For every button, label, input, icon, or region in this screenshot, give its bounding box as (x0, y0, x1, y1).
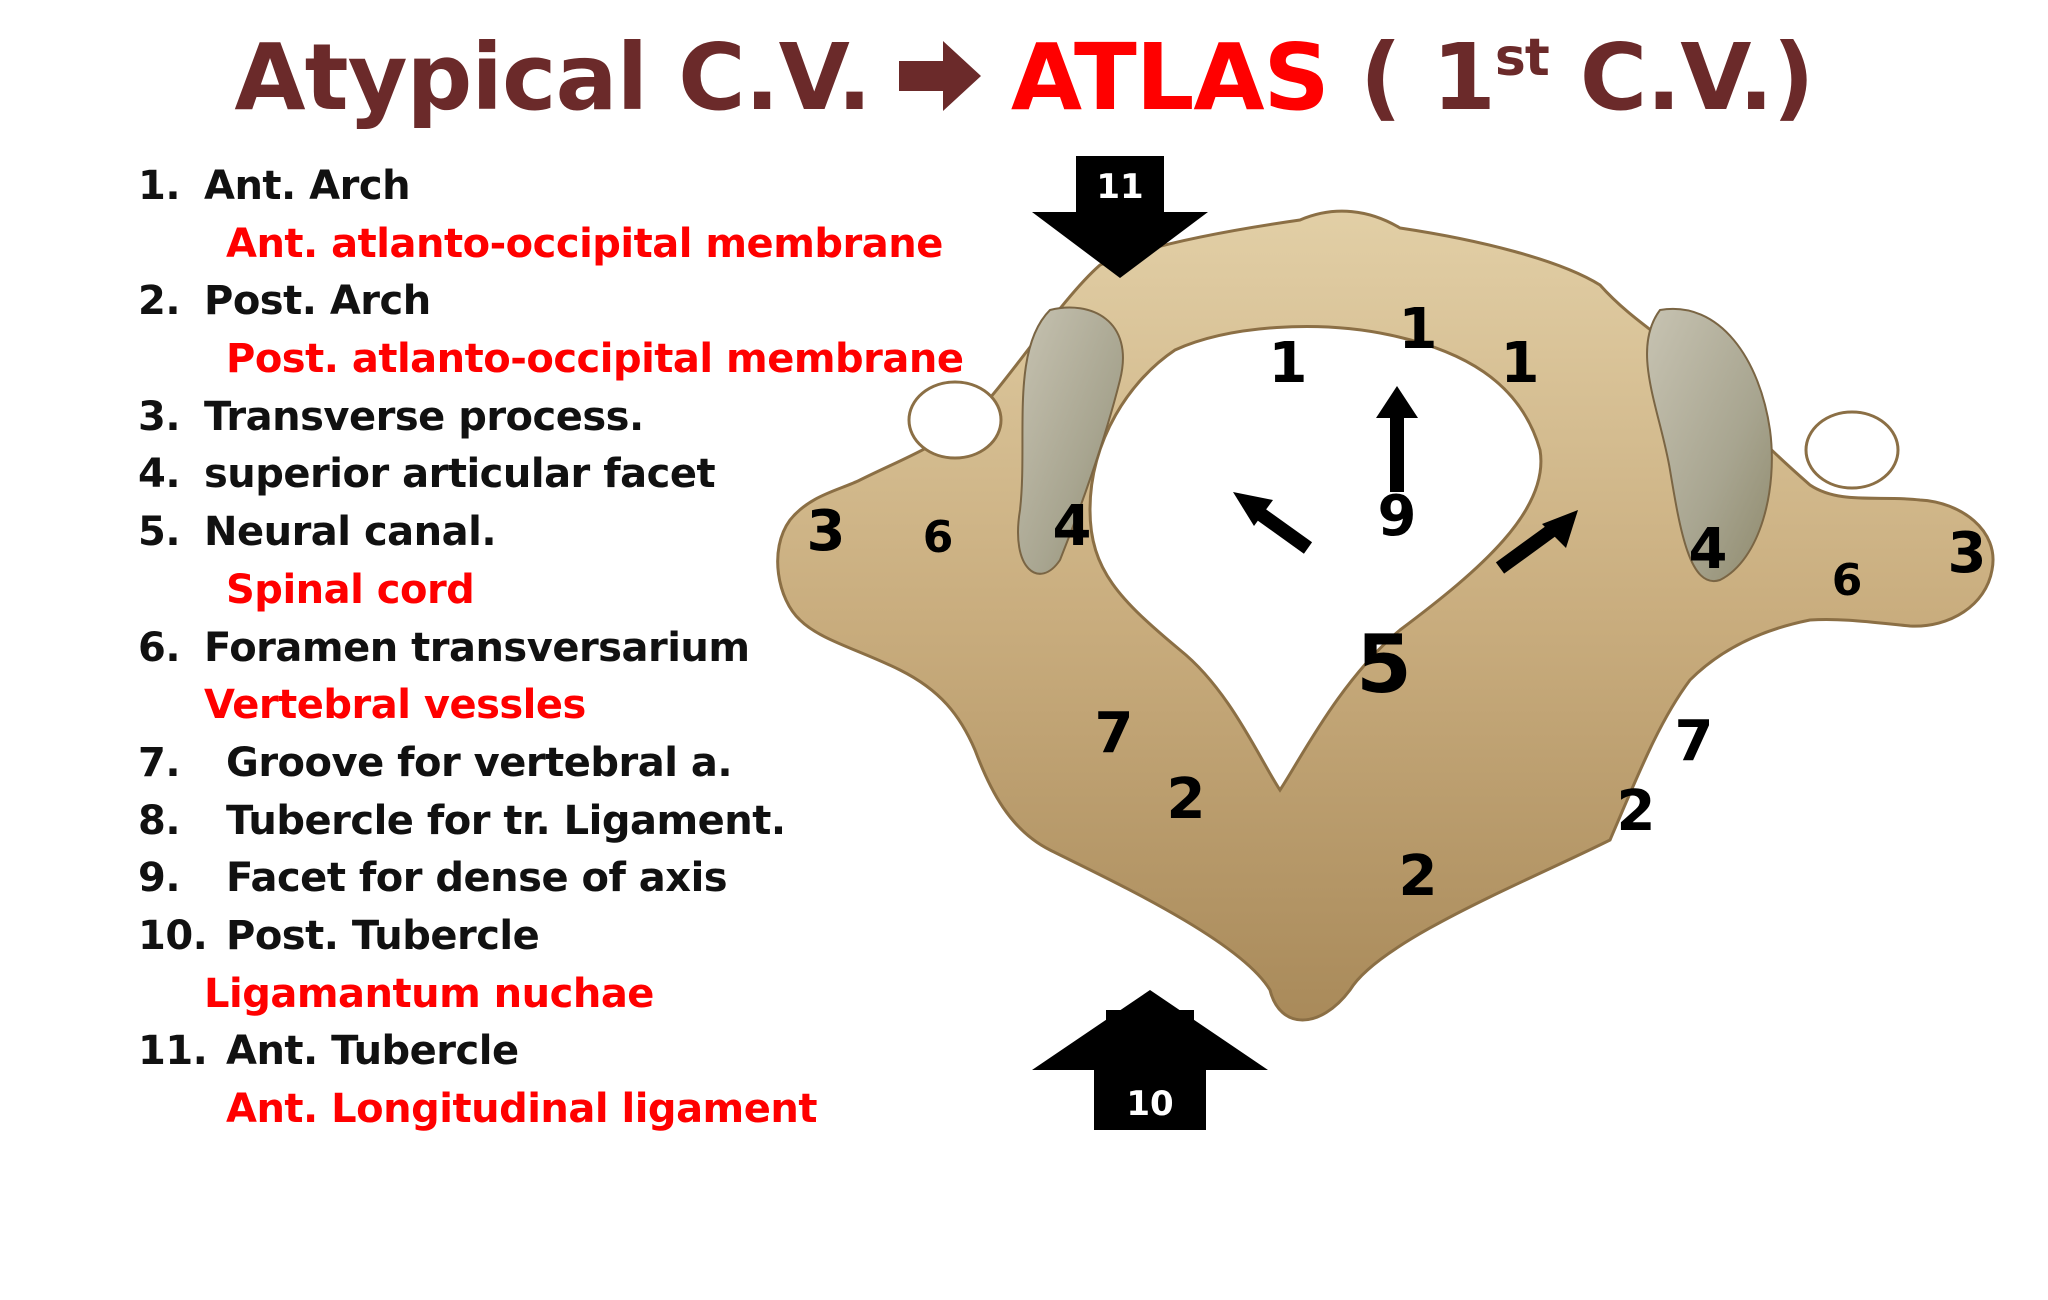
legend-row-1-sub: Ant. atlanto-occipital membrane (138, 216, 943, 274)
label-6-left: 6 (923, 512, 954, 563)
legend-label: Ant. Arch (204, 163, 411, 209)
legend-label: Foramen transversarium (204, 624, 750, 671)
foramen-right-hole (1804, 410, 1900, 490)
legend-num: 6. (138, 624, 181, 671)
legend-row-7: 7. Groove for vertebral a. (138, 735, 918, 793)
legend-row-3: 3. Transverse process. (138, 389, 918, 447)
post-tubercle-box: 10 (1032, 990, 1268, 1130)
legend-row-6: 6. Foramen transversarium (138, 620, 918, 678)
label-7-right: 7 (1675, 709, 1714, 774)
label-1-right: 1 (1501, 331, 1540, 396)
legend-label: Post. Tubercle (226, 912, 540, 959)
label-5: 5 (1356, 618, 1412, 711)
label-7-left: 7 (1095, 701, 1134, 766)
label-4-right: 4 (1689, 517, 1728, 582)
legend-label: Tubercle for tr. Ligament. (226, 797, 786, 844)
tubercle-arrow-right (1495, 510, 1578, 574)
legend-num: 7. (138, 739, 181, 786)
legend-row-11: 11. Ant. Tubercle (138, 1023, 918, 1081)
foramen-left-hole (907, 380, 1003, 460)
right-arrow-icon (898, 40, 981, 111)
legend-row-2-sub: Post. atlanto-occipital membrane (138, 331, 964, 389)
label-3-right: 3 (1948, 521, 1987, 586)
label-11: 11 (1096, 167, 1143, 207)
legend-label: Post. Arch (204, 278, 431, 325)
legend-num: 5. (138, 509, 181, 556)
legend-row-2: 2. Post. Arch (138, 273, 918, 331)
legend-sub: Ant. atlanto-occipital membrane (226, 220, 943, 267)
legend-num: 3. (138, 393, 181, 440)
label-6-right: 6 (1832, 555, 1863, 606)
legend-label: Facet for dense of axis (226, 855, 728, 902)
legend-sub: Spinal cord (226, 566, 475, 613)
legend-row-9: 9. Facet for dense of axis (138, 850, 918, 908)
label-9: 9 (1378, 484, 1417, 549)
legend-label: Ant. Tubercle (226, 1028, 519, 1075)
legend-num: 2. (138, 278, 181, 325)
label-3-left: 3 (807, 499, 846, 564)
label-1-left: 1 (1269, 331, 1308, 396)
legend-sub: Vertebral vessles (204, 682, 586, 729)
legend-num: 1. (138, 163, 181, 209)
atlas-diagram: 11 10 (760, 150, 2048, 1140)
legend-label: Groove for vertebral a. (226, 739, 733, 786)
legend-num: 11. (138, 1028, 208, 1075)
legend-row-4: 4. superior articular facet (138, 446, 918, 504)
legend-num: 8. (138, 797, 181, 844)
legend-row-11-sub: Ant. Longitudinal ligament (138, 1081, 918, 1139)
label-2-bottom: 2 (1399, 844, 1438, 909)
label-10: 10 (1126, 1084, 1173, 1124)
legend-label: Transverse process. (204, 393, 644, 440)
title-superscript: st (1494, 28, 1550, 88)
facet-dens-arrow-up (1376, 386, 1418, 492)
legend-row-8: 8. Tubercle for tr. Ligament. (138, 793, 918, 851)
legend-num: 10. (138, 912, 208, 959)
legend-row-1: 1. Ant. Arch (138, 158, 918, 216)
facet-left-shape (1017, 306, 1124, 575)
legend-row-6-sub: Vertebral vessles (138, 677, 918, 735)
title-first-close: C.V.) (1548, 24, 1815, 131)
atlas-svg: 11 10 (776, 156, 1995, 1130)
legend-sub: Ligamantum nuchae (204, 970, 654, 1017)
atlas-bone (776, 209, 1995, 1022)
legend-label: Neural canal. (204, 509, 497, 556)
legend-sub: Ant. Longitudinal ligament (226, 1086, 817, 1132)
legend-num: 9. (138, 855, 181, 902)
legend-sub: Post. atlanto-occipital membrane (226, 336, 964, 383)
label-2-right: 2 (1617, 779, 1656, 844)
legend-label: superior articular facet (204, 451, 716, 498)
legend-list: 1. Ant. Arch Ant. atlanto-occipital memb… (138, 158, 964, 1139)
facet-right-shape (1646, 307, 1773, 583)
legend-row-5-sub: Spinal cord (138, 562, 918, 620)
legend-row-10-sub: Ligamantum nuchae (138, 966, 918, 1024)
title-atlas: ATLAS (1010, 24, 1330, 131)
page-title: Atypical C.V. ATLAS ( 1st C.V.) (0, 18, 2048, 152)
legend-row-5: 5. Neural canal. (138, 504, 918, 562)
label-1-top: 1 (1399, 297, 1438, 362)
legend-row-10: 10. Post. Tubercle (138, 908, 918, 966)
title-atypical: Atypical C.V. (234, 24, 871, 131)
title-first-open: ( 1 (1359, 24, 1496, 131)
title-first-cv: ( 1st C.V.) (1329, 24, 1815, 131)
ant-tubercle-arrow: 11 (1032, 156, 1208, 278)
legend-num: 4. (138, 451, 181, 498)
label-2-left: 2 (1167, 767, 1206, 832)
label-4-left: 4 (1053, 494, 1092, 559)
tubercle-arrow-left (1233, 492, 1313, 554)
